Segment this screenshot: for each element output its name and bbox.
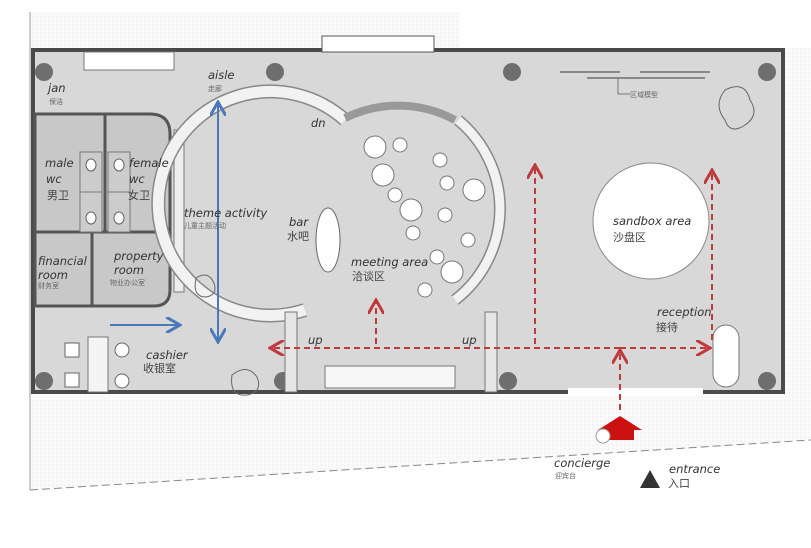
label-area-model: 区域模型	[630, 90, 658, 99]
label-male-wc: male	[45, 156, 74, 170]
label-jan: jan	[46, 81, 66, 95]
meeting-tables	[363, 135, 486, 298]
svg-text:wc: wc	[129, 172, 145, 186]
stair-up-left	[284, 311, 298, 393]
svg-text:收银室: 收银室	[143, 361, 176, 375]
label-sandbox-area: sandbox area	[613, 214, 691, 228]
label-female-wc: female	[129, 156, 169, 170]
circulation-arrows	[110, 104, 712, 410]
svg-text:水吧: 水吧	[287, 230, 309, 243]
svg-text:男卫: 男卫	[47, 189, 69, 202]
entrance-opening	[568, 388, 703, 396]
label-reception: reception	[657, 305, 712, 319]
svg-text:wc: wc	[46, 172, 62, 186]
display-counter	[324, 365, 456, 389]
svg-text:room: room	[114, 263, 144, 277]
label-financial-room: financial	[38, 254, 88, 268]
label-theme-activity: theme activity	[184, 206, 267, 220]
plant-icons	[194, 86, 755, 396]
top-opening	[321, 35, 435, 53]
svg-text:财务室: 财务室	[38, 281, 59, 290]
stair-up-right	[484, 311, 498, 393]
label-up-right: up	[462, 333, 477, 347]
label-cashier: cashier	[146, 348, 189, 362]
reception-desk	[712, 324, 740, 388]
label-concierge: concierge	[554, 456, 610, 470]
concierge-stand	[595, 428, 611, 444]
svg-text:room: room	[38, 268, 68, 282]
svg-text:儿童主题活动: 儿童主题活动	[184, 221, 226, 230]
sinks	[83, 51, 175, 71]
svg-text:洽谈区: 洽谈区	[352, 270, 385, 283]
svg-text:沙盘区: 沙盘区	[613, 230, 646, 244]
stair-dn	[343, 101, 457, 124]
room-labels: jan 保洁 aisle 走廊 male wc 男卫 female wc 女卫 …	[38, 68, 720, 490]
svg-text:迎宾台: 迎宾台	[555, 471, 576, 480]
label-aisle: aisle	[208, 68, 235, 82]
label-property-room: property	[113, 249, 164, 263]
svg-text:保洁: 保洁	[49, 97, 63, 106]
label-up-left: up	[308, 333, 323, 347]
svg-text:走廊: 走廊	[208, 84, 222, 93]
label-entrance: entrance	[669, 462, 720, 476]
svg-text:接待: 接待	[656, 320, 678, 334]
label-dn: dn	[311, 116, 326, 130]
svg-text:入口: 入口	[668, 477, 690, 490]
sandbox-table	[592, 162, 710, 280]
svg-text:女卫: 女卫	[128, 188, 150, 202]
cashier-desk	[87, 336, 109, 393]
property-line	[29, 439, 811, 491]
label-bar: bar	[289, 215, 309, 229]
bar-table	[315, 207, 341, 273]
svg-text:物业办公室: 物业办公室	[110, 278, 145, 287]
label-meeting-area: meeting area	[351, 255, 428, 269]
entrance-triangle-icon	[640, 470, 660, 488]
